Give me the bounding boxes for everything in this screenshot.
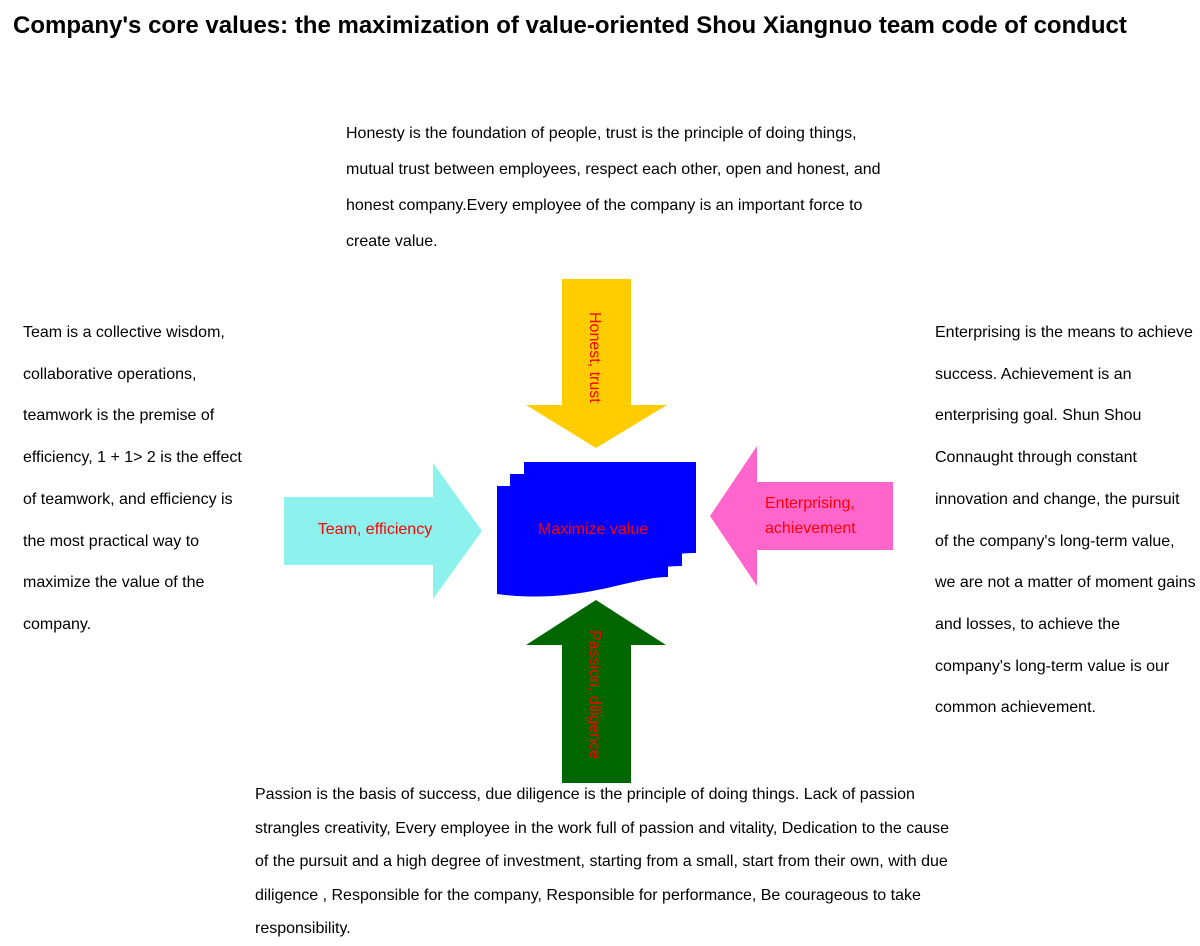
right-arrow-label-line1: Enterprising, (765, 495, 855, 512)
bottom-arrow-label: Passion, diligence (586, 630, 603, 759)
top-arrow-label: Honest, trust (586, 312, 603, 403)
team-paragraph: Team is a collective wisdom, collaborati… (23, 324, 242, 633)
center-document-shape (497, 462, 696, 597)
passion-paragraph: Passion is the basis of success, due dil… (255, 786, 949, 937)
page-title: Company's core values: the maximization … (13, 12, 1127, 39)
left-arrow-label: Team, efficiency (318, 521, 432, 538)
bottom-arrow-shape (526, 600, 666, 783)
left-arrow-shape (284, 463, 482, 599)
enterprising-paragraph: Enterprising is the means to achieve suc… (935, 324, 1196, 717)
center-label: Maximize value (538, 521, 648, 538)
top-arrow-shape (526, 279, 667, 448)
right-arrow-shape (710, 446, 893, 586)
center-document-front (497, 486, 668, 597)
right-arrow-label-line2: achievement (765, 520, 856, 537)
honesty-paragraph: Honesty is the foundation of people, tru… (346, 125, 881, 250)
